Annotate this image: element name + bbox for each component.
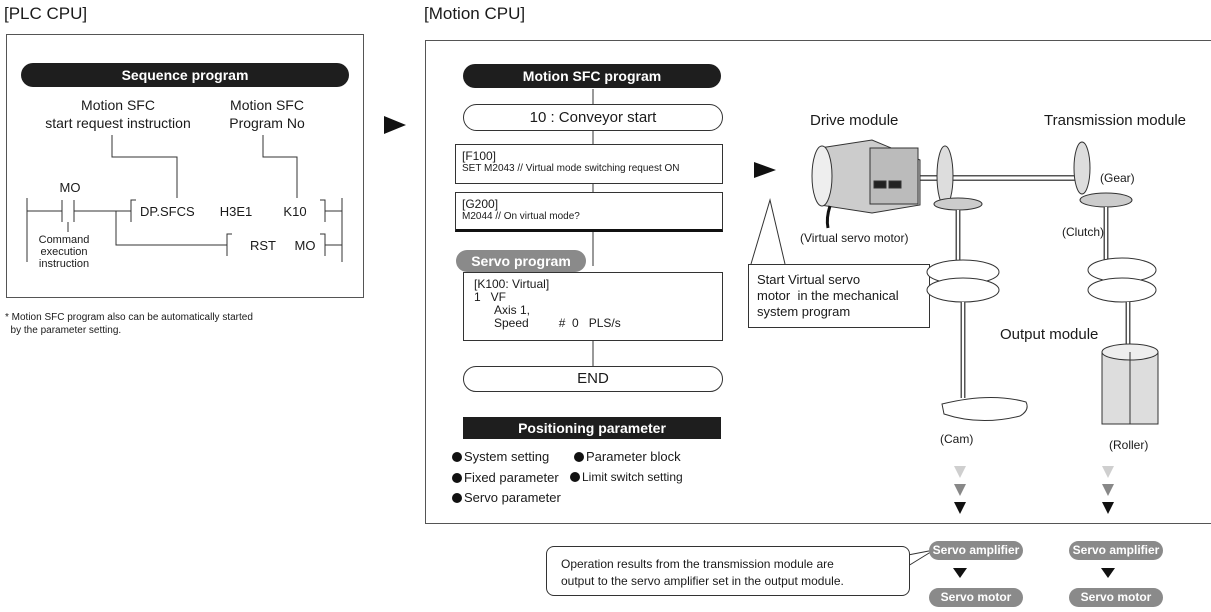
sfc-f100-block: [F100] SET M2043 // Virtual mode switchi…	[455, 144, 723, 184]
param-parameter-block: Parameter block	[574, 449, 681, 464]
param-system-setting: System setting	[452, 449, 549, 464]
start-virtual-servo-callout: Start Virtual servo motor in the mechani…	[748, 264, 930, 328]
k100-line1: 1 VF	[474, 290, 507, 304]
ladder-instruction: DP.SFCS	[140, 204, 195, 219]
servo-program-label: Servo program	[456, 250, 586, 272]
start-arrow	[754, 162, 776, 178]
cam-label: (Cam)	[940, 432, 974, 446]
sfc-start-instruction-label: Motion SFC start request instruction	[45, 97, 191, 131]
param-limit-switch: Limit switch setting	[570, 470, 683, 484]
motion-cpu-header: [Motion CPU]	[424, 4, 526, 23]
k100-title: [K100: Virtual]	[474, 277, 550, 291]
sfc-end: END	[463, 366, 723, 392]
k100-line2: Axis 1,	[494, 303, 531, 317]
f100-text: SET M2043 // Virtual mode switching requ…	[462, 163, 680, 174]
ladder-device: H3E1	[219, 204, 253, 219]
sfc-step-conveyor-start: 10 : Conveyor start	[463, 104, 723, 131]
plc-footnote: * Motion SFC program also can be automat…	[5, 312, 253, 336]
virtual-servo-motor	[811, 139, 921, 229]
k100-line3: Speed # 0 PLS/s	[494, 316, 621, 330]
output-module-label: Output module	[1000, 326, 1099, 343]
sfc-program-no-label: Motion SFC Program No	[229, 97, 305, 131]
g200-title: [G200]	[462, 197, 499, 211]
g200-text: M2044 // On virtual mode?	[462, 211, 580, 222]
plc-cpu-header: [PLC CPU]	[4, 4, 88, 23]
gear-label: (Gear)	[1100, 171, 1135, 185]
ladder-rst: RST	[250, 238, 276, 253]
servo-program-k100-block: [K100: Virtual] 1 VF Axis 1, Speed # 0 P…	[463, 272, 723, 341]
positioning-parameter-title: Positioning parameter	[463, 417, 721, 439]
param-servo-parameter: Servo parameter	[452, 490, 561, 505]
ladder-contact-label: MO	[59, 180, 81, 195]
servo-amplifier-2: Servo amplifier	[1069, 541, 1163, 560]
param-fixed-parameter: Fixed parameter	[452, 470, 559, 485]
roller-label: (Roller)	[1109, 438, 1149, 452]
ladder-rst-device: MO	[294, 238, 316, 253]
motion-sfc-program-title: Motion SFC program	[463, 64, 721, 88]
servo-motor-2: Servo motor	[1069, 588, 1163, 607]
servo-motor-1: Servo motor	[929, 588, 1023, 607]
flow-arrow-right	[384, 116, 406, 134]
f100-title: [F100]	[462, 149, 497, 163]
drive-module-label: Drive module	[810, 112, 899, 129]
sequence-program-title: Sequence program	[21, 63, 349, 87]
virtual-servo-motor-label: (Virtual servo motor)	[800, 231, 909, 245]
plc-panel: Sequence program	[6, 34, 364, 298]
command-execution-label: Command execution instruction	[38, 234, 90, 270]
clutch-label: (Clutch)	[1062, 225, 1105, 239]
operation-results-note: Operation results from the transmission …	[546, 546, 910, 596]
ladder-k-value: K10	[283, 204, 307, 219]
sfc-g200-block: [G200] M2044 // On virtual mode?	[455, 192, 723, 232]
servo-amplifier-1: Servo amplifier	[929, 541, 1023, 560]
transmission-module-label: Transmission module	[1044, 112, 1186, 129]
